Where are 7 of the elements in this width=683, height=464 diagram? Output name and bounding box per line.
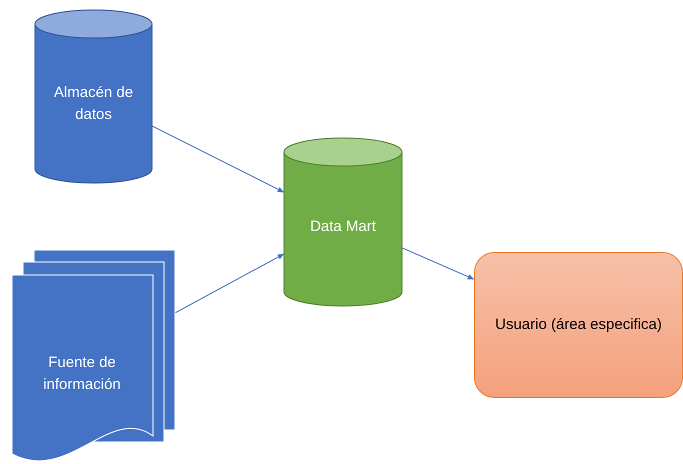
arrow [402,247,474,280]
node-label: Almacén de datos [52,83,134,125]
node-label: Usuario (área especifica) [494,315,663,335]
node-label: Data Mart [309,217,377,237]
arrow [152,125,284,193]
arrow [174,253,284,314]
node-label: Fuente de información [42,353,122,395]
